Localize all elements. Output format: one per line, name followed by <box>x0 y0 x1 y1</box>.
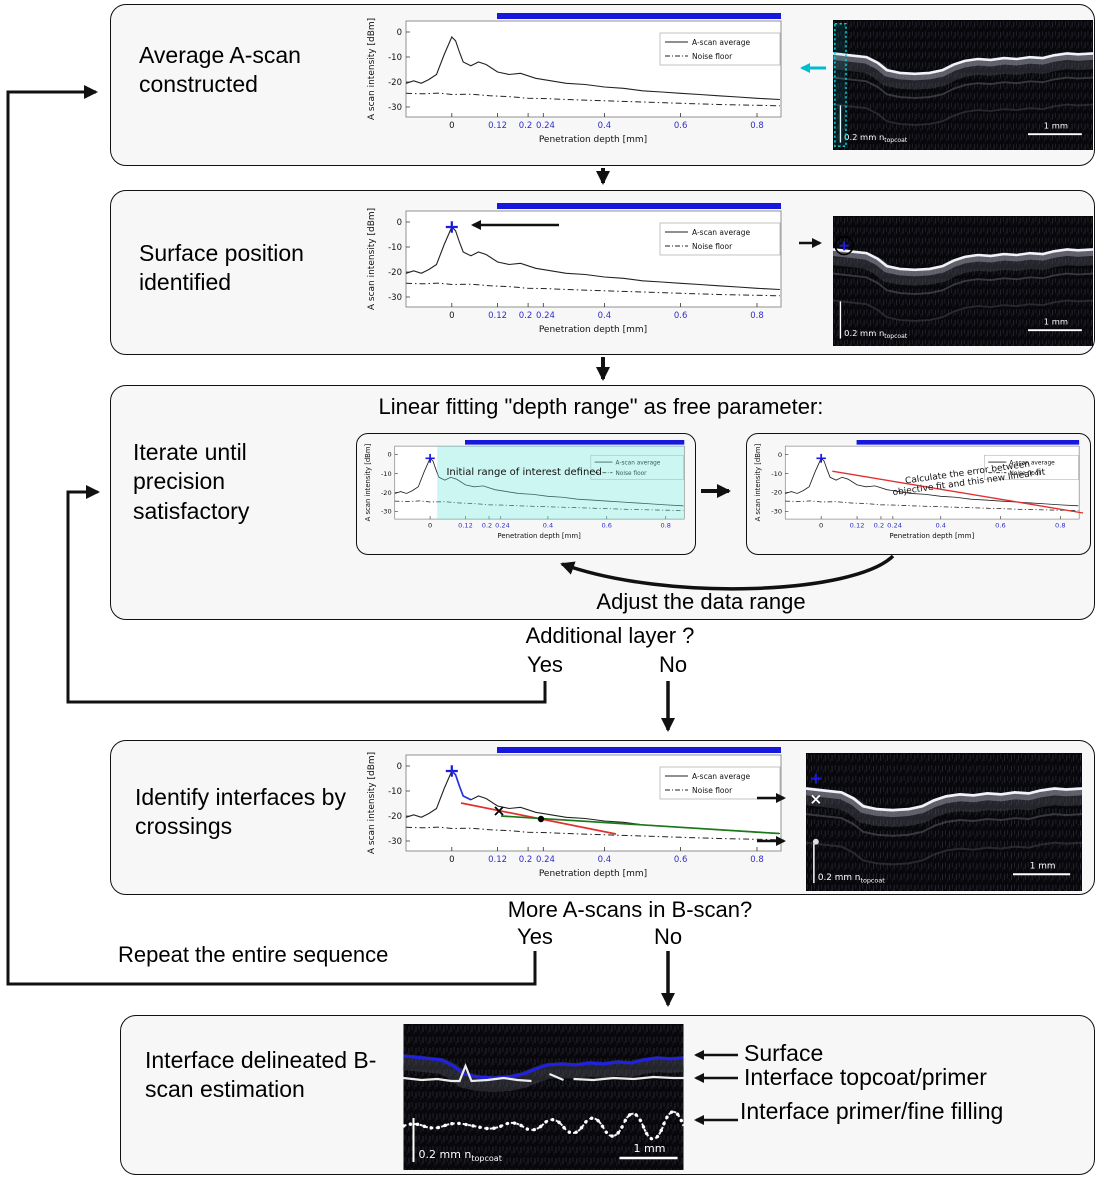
vertical-scale-label: 0.2 mm ntopcoat <box>419 1148 502 1163</box>
topcoat-interface-marker <box>811 794 821 804</box>
step5-bscan-image: 0.2 mm ntopcoat 1 mm <box>401 1024 686 1170</box>
decision-layer-yes-label: Yes <box>527 652 563 677</box>
step1-label: Average A-scan constructed <box>139 42 301 98</box>
step5-label: Interface delineated B-scan estimation <box>145 1047 377 1103</box>
vertical-scale-text: 0.2 mm n <box>419 1148 472 1161</box>
decision-bscan-question: More A-scans in B-scan? <box>507 897 753 922</box>
primer-annotation-label: Interface primer/fine filling <box>740 1098 1004 1124</box>
decision-bscan-no-label: No <box>653 924 683 949</box>
horizontal-scale-label: 1 mm <box>634 1142 666 1155</box>
step2-bscan-image <box>833 211 1093 351</box>
step4-label: Identify interfaces by crossings <box>135 784 346 840</box>
step2-label: Surface position identified <box>139 240 304 296</box>
step1-bscan-image <box>833 15 1093 155</box>
crossing-dot-marker <box>537 815 545 823</box>
step2-box: Surface position identified <box>110 190 1095 355</box>
averaging-region-highlight <box>834 22 847 148</box>
topcoat-annotation-label: Interface topcoat/primer <box>744 1064 987 1090</box>
adjust-range-label: Adjust the data range <box>596 589 806 614</box>
trial-linear-fit-line <box>832 470 1084 514</box>
delineated-topcoat-primer-line <box>403 1063 684 1083</box>
delineated-surface-line <box>403 1054 684 1080</box>
step4-bscan-image <box>799 753 1089 891</box>
surface-peak-marker <box>816 453 826 463</box>
step3-title: Linear fitting "depth range" as free par… <box>378 394 824 419</box>
surface-position-circle <box>834 236 854 256</box>
surface-annotation-label: Surface <box>744 1040 824 1066</box>
surface-glow <box>402 1054 685 1093</box>
step3-label: Iterate until precision satisfactory <box>133 439 250 524</box>
step3-right-minibox: Calculate the error between objective fi… <box>746 433 1091 555</box>
bscan-speckle-texture <box>403 1024 684 1170</box>
step3-left-minibox: Initial range of interest defined <box>356 433 696 555</box>
step5-box: Interface delineated B-scan estimation 0… <box>120 1015 1095 1175</box>
step3-right-plot: Calculate the error between objective fi… <box>750 437 1084 551</box>
initial-range-annotation: Initial range of interest defined <box>446 467 601 478</box>
step3-left-plot: Initial range of interest defined <box>360 437 692 551</box>
surface-position-marker <box>839 241 849 251</box>
decision-layer-no-label: No <box>658 652 688 677</box>
initial-range-highlight <box>437 446 685 520</box>
step4-box: Identify interfaces by crossings <box>110 740 1095 895</box>
primer-fit-line <box>500 815 780 835</box>
primer-filling-beads <box>401 1110 686 1141</box>
repeat-sequence-label: Repeat the entire sequence <box>118 942 389 967</box>
decision-layer-question: Additional layer ? <box>525 623 695 648</box>
step3-box: Linear fitting "depth range" as free par… <box>110 385 1095 620</box>
step2-ascan-plot <box>361 199 791 349</box>
step1-box: Average A-scan constructed <box>110 4 1095 166</box>
primer-interface-marker <box>812 838 819 845</box>
vertical-scale-subscript: topcoat <box>471 1154 501 1163</box>
surface-marker <box>810 773 821 784</box>
decision-bscan-yes-label: Yes <box>517 924 553 949</box>
step1-ascan-plot <box>361 9 791 159</box>
step4-ascan-plot <box>361 743 791 893</box>
